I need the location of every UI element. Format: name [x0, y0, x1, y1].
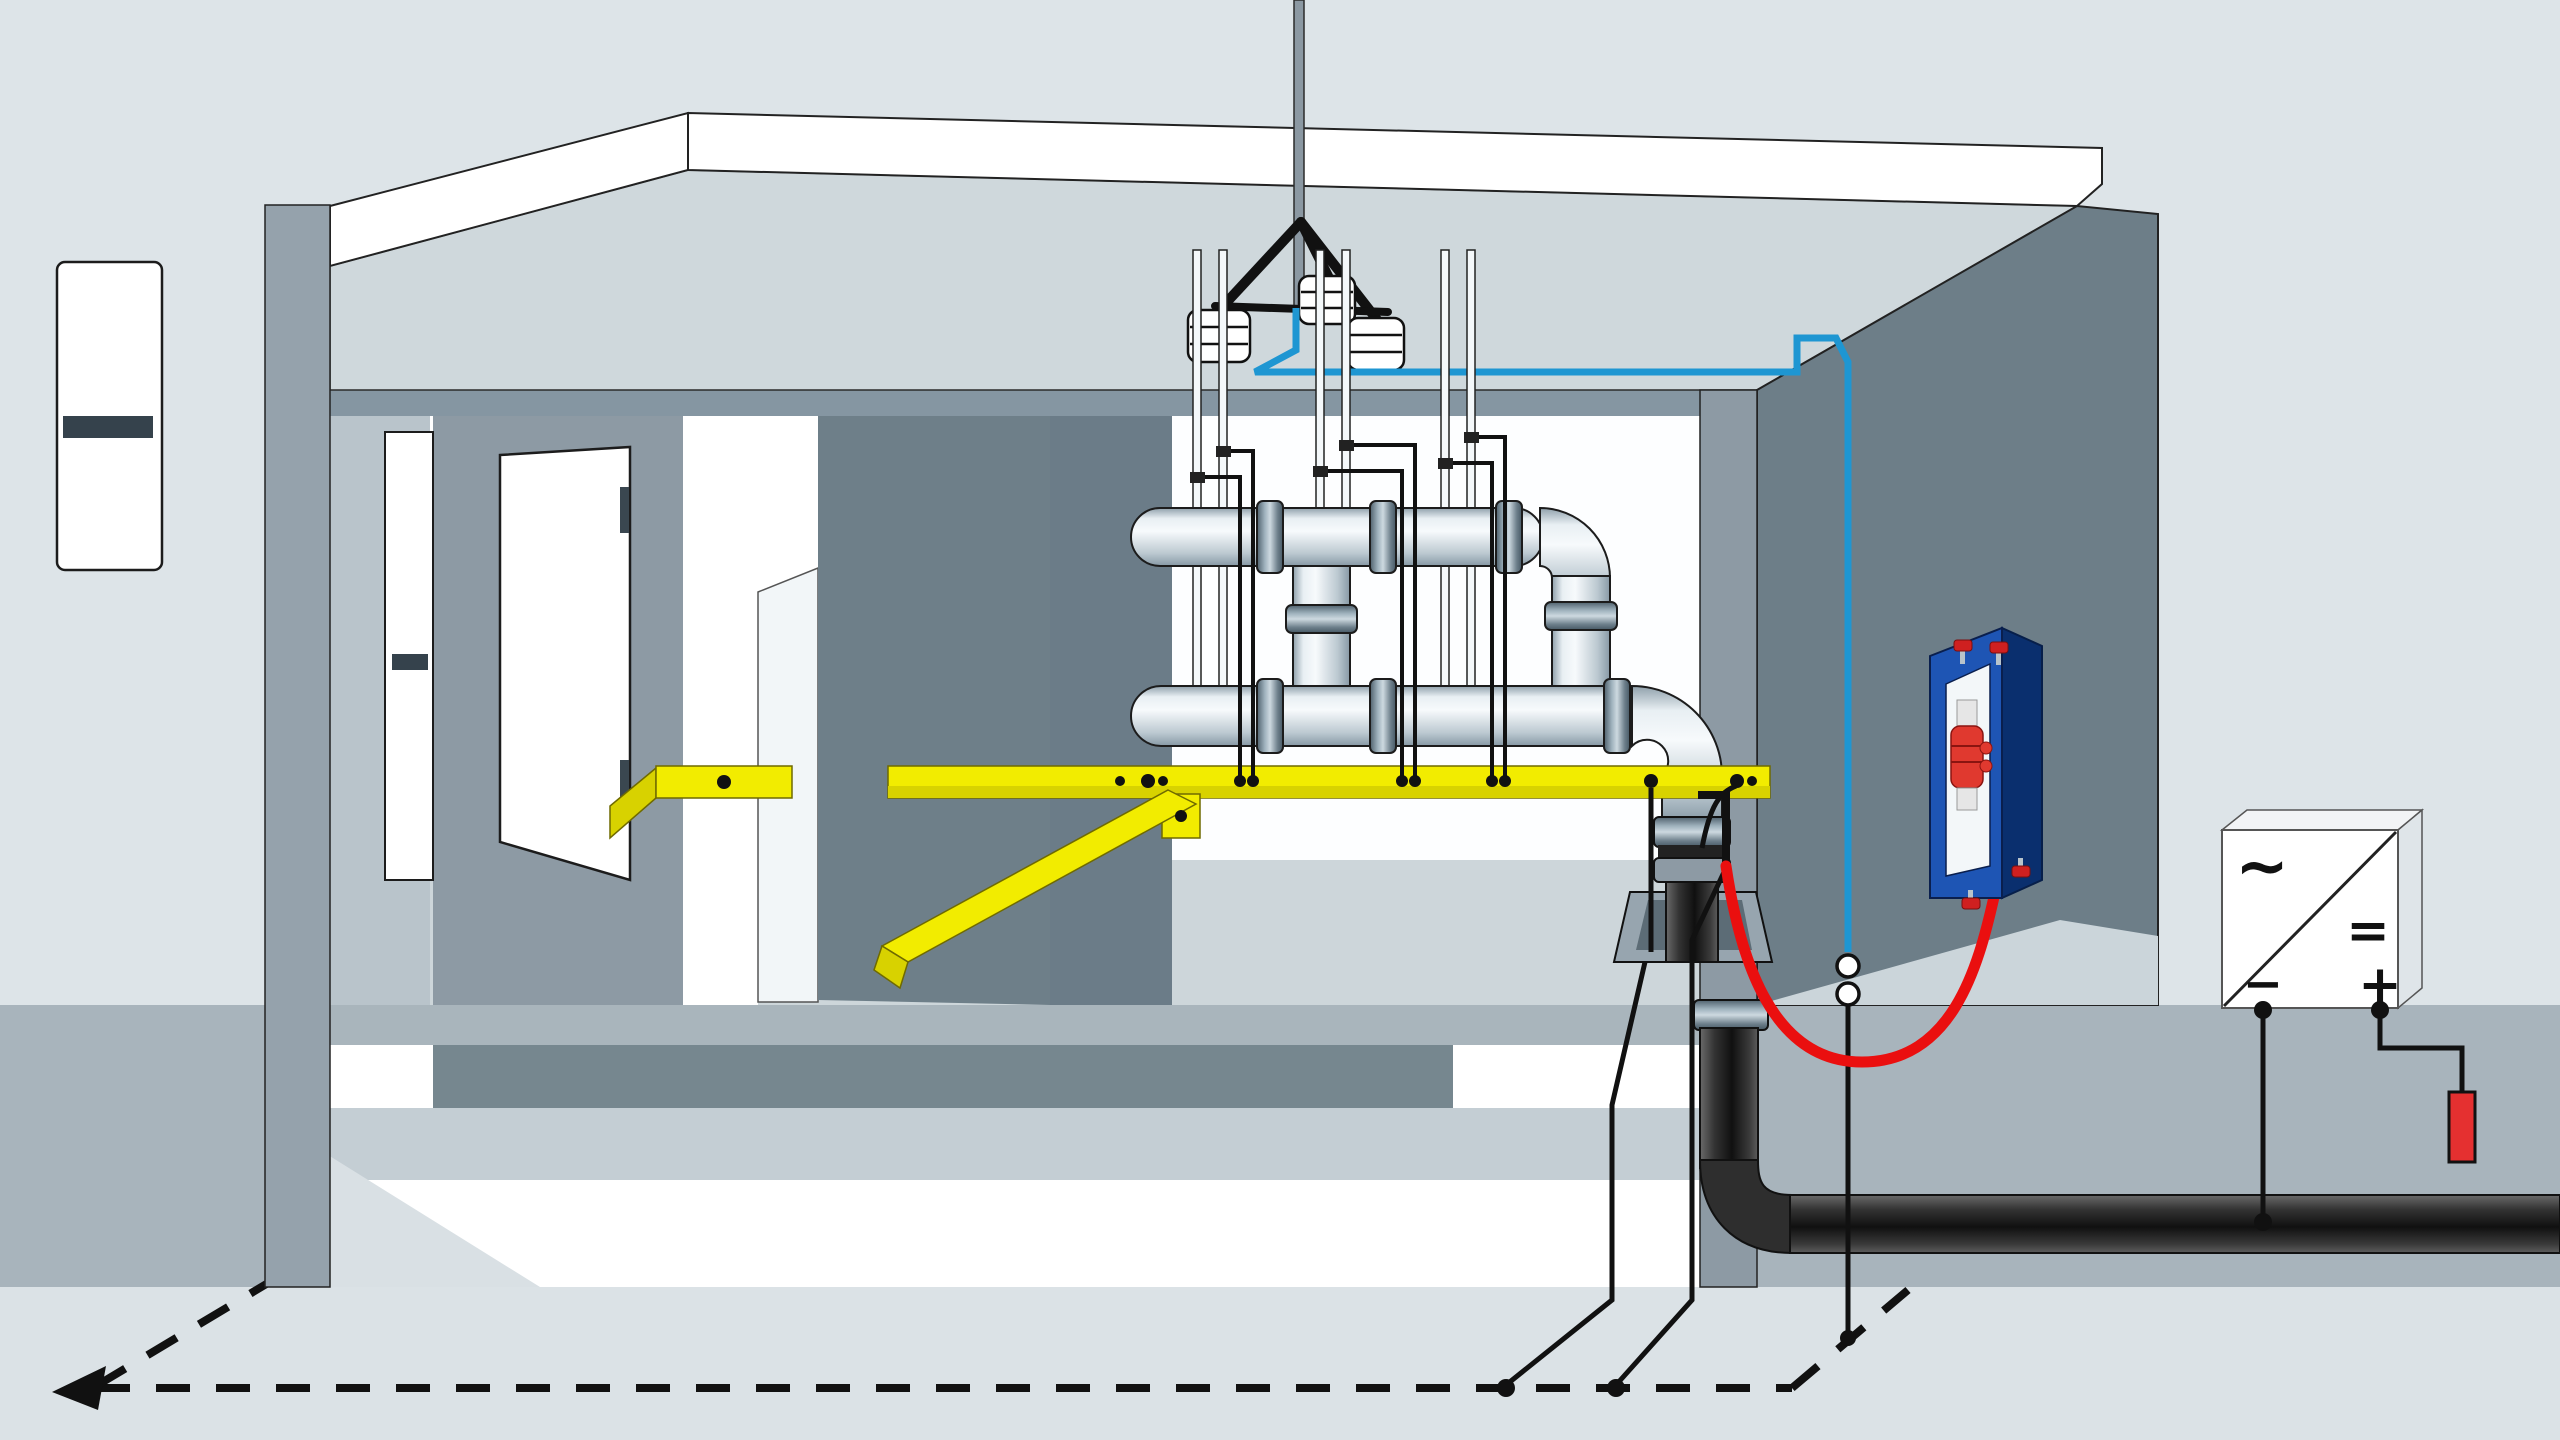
rectifier-diagonal [2222, 830, 2398, 1008]
anode-cable [2377, 1016, 2465, 1092]
earth-connection-dot [1607, 1379, 1625, 1397]
left-wall-door-handle [392, 654, 428, 670]
insulating-joint-flange [1653, 816, 1731, 848]
earth-line-arrowhead [52, 1366, 106, 1410]
bonding-wire [1354, 443, 1417, 776]
bonding-wire [1479, 435, 1507, 776]
door-hinge-bottom [620, 760, 629, 806]
enclosure-arrester [1950, 725, 1984, 789]
buried-service-pipe [1693, 999, 2560, 1255]
bonding-clamp [1313, 466, 1328, 477]
pipe-flange [1544, 601, 1618, 631]
bonding-wire [1231, 449, 1255, 776]
ceiling-slab [330, 386, 1757, 416]
bonding-wire [1205, 475, 1242, 776]
earth-lead-left [1504, 961, 1648, 1387]
ground-surface-right [1757, 920, 2158, 1005]
buried-anode [2447, 1090, 2477, 1164]
window-shutter [55, 260, 164, 572]
isolating-spark-gap [1835, 953, 1861, 1007]
bar-connection-dots [717, 774, 1757, 822]
floor-slab-edge [330, 1005, 1757, 1045]
buried-pipe-vertical [1699, 1027, 1759, 1169]
enclosure-side [2001, 626, 2043, 900]
antenna-mast [1293, 0, 1305, 316]
bonding-clamps [1190, 432, 1479, 483]
earth-connection-dot [1840, 1330, 1856, 1346]
arrester-thread-top [1956, 699, 1978, 727]
joint-bonding-jumper [1699, 783, 1737, 849]
earth-connection-dot [1497, 1379, 1515, 1397]
bonding-clamp [1438, 458, 1453, 469]
pipe-flange [1369, 500, 1397, 574]
bonding-clamp [1216, 446, 1231, 457]
cathodic-rectifier: ~ = − + [2219, 808, 2477, 1231]
riser-pipe [1440, 249, 1450, 701]
pipework [1130, 500, 1723, 823]
buried-pipe-horizontal [1789, 1194, 2560, 1254]
enclosure-screws [1953, 639, 2031, 910]
minus-terminal [2254, 1001, 2272, 1019]
left-corner-column [264, 204, 331, 1288]
door [498, 445, 632, 882]
red-bonding-cable [1720, 860, 2000, 1068]
pipe-flange [1495, 500, 1523, 574]
bonding-bar-diagonal-flap [873, 944, 909, 990]
doorway-opening [683, 440, 758, 1005]
pipe-drop [1551, 575, 1611, 689]
rectifier-dc-symbol: = [2346, 901, 2390, 961]
riser-pipe [1466, 249, 1476, 701]
bonding-clamp [1190, 472, 1205, 483]
ballast-weight [1346, 316, 1406, 372]
bonding-wire [1453, 461, 1494, 776]
bonding-wires [1205, 435, 1507, 776]
pipe-flange [1369, 678, 1397, 754]
rectifier-ac-symbol: ~ [2235, 830, 2289, 904]
door-hinge-top [620, 487, 629, 533]
earth-lead-right [1614, 866, 1729, 1387]
arrester-thread-bottom [1956, 787, 1978, 811]
pipe-drain-point [2254, 1213, 2272, 1231]
pipe-flange [1256, 500, 1284, 574]
earth-leads [1504, 783, 1737, 1387]
basement-floor-corner [312, 1145, 540, 1287]
joint-clamp-bracket [1698, 791, 1730, 868]
pipe-flange [1256, 678, 1284, 754]
spark-gap-enclosure [1929, 626, 2043, 910]
equipotential-bonding-bar [609, 765, 1771, 990]
pipe-flange [1603, 678, 1631, 754]
shutter-handle [63, 416, 153, 438]
bonding-clamp [1464, 432, 1479, 443]
water-pipe-upper [1130, 507, 1544, 567]
bonding-wire [1328, 469, 1404, 776]
basement-slab-band [330, 1108, 1757, 1180]
plus-terminal [2371, 1001, 2389, 1019]
bonding-clamp [1339, 440, 1354, 451]
basement-back-wall [433, 1045, 1453, 1108]
pipe-flange [1285, 604, 1358, 634]
subsoil-band [0, 1287, 2560, 1440]
pipe-bonding [717, 432, 1757, 822]
basement-pipe-flange [1693, 999, 1769, 1031]
rectifier-top [2219, 809, 2425, 831]
roof-down-conductor [1253, 308, 1852, 952]
